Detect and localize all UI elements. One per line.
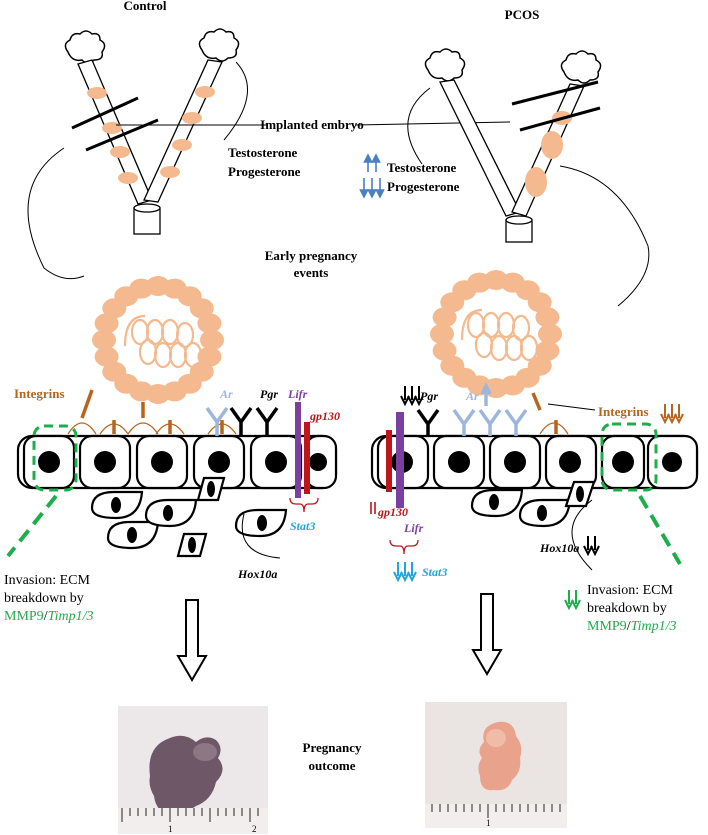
pcos-fetus-photo: 1 <box>425 702 567 828</box>
trophectoderm-cell <box>440 355 465 376</box>
control-ar-label: Ar <box>219 387 233 401</box>
pcos-stromal-nuclei <box>489 486 584 521</box>
control-pgr-receptors <box>229 406 279 436</box>
control-invasion-line3: MMP9/Timp1/3 <box>4 609 93 624</box>
pcos-integrin-arc <box>539 422 569 435</box>
early-pregnancy-label-2: events <box>294 265 329 280</box>
control-ovary-right <box>198 28 240 62</box>
pcos-uterus <box>407 48 650 307</box>
control-mmp9-label: MMP9 <box>4 609 44 624</box>
pcos-gp130-label: gp130 <box>377 505 408 519</box>
control-ar-receptor <box>205 406 229 436</box>
trophectoderm-cell <box>535 307 560 328</box>
pregnancy-outcome-label-2: outcome <box>309 758 356 773</box>
control-integrins <box>80 389 224 434</box>
control-implantation-sites <box>87 86 215 184</box>
pcos-integrins <box>531 392 558 434</box>
control-timp-label: Timp1/3 <box>48 609 94 624</box>
control-stat3-brace <box>289 497 319 513</box>
trophectoderm-cell <box>535 340 560 361</box>
control-progesterone-label: Progesterone <box>228 164 301 179</box>
control-integrins-label: Integrins <box>14 386 65 401</box>
trophectoderm-cell <box>92 330 116 350</box>
control-ruler-mark-2: 2 <box>252 824 257 834</box>
pcos-implantation-sites <box>525 111 572 197</box>
control-ruler-mark: 1 <box>168 824 173 834</box>
pcos-ovary-left <box>424 48 466 82</box>
pcos-hormone-arrows <box>359 153 385 199</box>
control-uterus <box>27 28 249 280</box>
control-outcome-arrow <box>176 599 208 682</box>
control-lifr-bar <box>295 402 301 498</box>
pcos-epithelium <box>370 422 699 566</box>
trophectoderm-cell <box>432 340 457 361</box>
trophectoderm-cell <box>197 346 222 367</box>
pcos-ruler-mark: 1 <box>486 818 491 828</box>
control-stromal-nuclei <box>111 481 267 553</box>
pcos-pgr-down-arrows <box>400 386 424 407</box>
pcos-outcome-arrow <box>471 593 503 676</box>
trophectoderm-cell <box>432 307 457 328</box>
pcos-invasion-down-arrows <box>564 590 581 611</box>
trophectoderm-cell <box>189 298 214 319</box>
pcos-hox10a-label: Hox10a <box>539 541 579 555</box>
pcos-horn-left <box>439 79 521 217</box>
control-slash: / <box>44 609 48 624</box>
pcos-slash: / <box>627 619 631 634</box>
pcos-timp-label: Timp1/3 <box>631 619 677 634</box>
pcos-hox10a-down-arrows <box>583 536 600 557</box>
pcos-blastocyst <box>430 270 562 398</box>
pcos-stat3-down-arrows <box>393 562 417 583</box>
control-invasion-line2: breakdown by <box>4 591 84 606</box>
control-invasion-line1: Invasion: ECM <box>4 573 90 588</box>
control-pup-photo: 1 2 <box>118 706 268 834</box>
control-ovary-left <box>64 30 106 64</box>
pcos-mmp9-label: MMP9 <box>587 619 627 634</box>
trophectoderm-cell <box>430 324 454 344</box>
trophectoderm-cell <box>94 346 119 367</box>
trophectoderm-cell <box>102 361 127 382</box>
control-blastocyst <box>92 276 224 404</box>
control-lifr-label: Lifr <box>287 387 308 401</box>
pcos-integrins-label: Integrins <box>598 404 649 419</box>
pcos-ovary-right <box>560 50 602 84</box>
control-pgr-label: Pgr <box>260 387 278 401</box>
pcos-ar-receptors <box>452 382 528 436</box>
pcos-invasion-line2: breakdown by <box>587 601 667 616</box>
trophectoderm-cell <box>94 313 119 334</box>
control-title: Control <box>123 0 166 13</box>
pcos-lifr-label: Lifr <box>403 521 424 535</box>
pcos-pgr-label: Pgr <box>420 389 438 403</box>
trophectoderm-cell <box>200 330 224 350</box>
pcos-title: PCOS <box>505 7 540 22</box>
control-testosterone-label: Testosterone <box>228 145 298 160</box>
pcos-lifr-bar <box>396 412 404 508</box>
control-stat3-label: Stat3 <box>290 519 315 533</box>
pcos-invasion-line1: Invasion: ECM <box>587 583 673 598</box>
control-gp130-bar <box>304 422 310 494</box>
pcos-testosterone-label: Testosterone <box>387 160 457 175</box>
pcos-pgr-receptor <box>416 408 440 436</box>
pcos-invasion-line3: MMP9/Timp1/3 <box>587 619 676 634</box>
pcos-stat3-label: Stat3 <box>422 565 447 579</box>
pcos-gp130-bar <box>386 430 392 492</box>
pcos-ar-label: Ar <box>465 389 479 403</box>
pcos-integrin-down-arrows <box>660 404 684 425</box>
implanted-embryo-label: Implanted embryo <box>260 117 364 132</box>
trophectoderm-cell <box>527 292 552 313</box>
control-horn-right <box>143 59 223 203</box>
pcos-stat3-brace <box>389 539 419 555</box>
control-integrin-arcs <box>67 422 237 435</box>
pregnancy-outcome-label-1: Pregnancy <box>303 740 362 755</box>
trophectoderm-cell <box>197 313 222 334</box>
pcos-gp130-down-arrows <box>370 502 376 514</box>
early-pregnancy-label-1: Early pregnancy <box>265 248 358 263</box>
control-hox10a-label: Hox10a <box>237 567 277 581</box>
control-gp130-label: gp130 <box>309 409 340 423</box>
trophectoderm-cell <box>538 324 562 344</box>
control-epithelium <box>6 424 338 558</box>
pcos-progesterone-label: Progesterone <box>387 179 460 194</box>
